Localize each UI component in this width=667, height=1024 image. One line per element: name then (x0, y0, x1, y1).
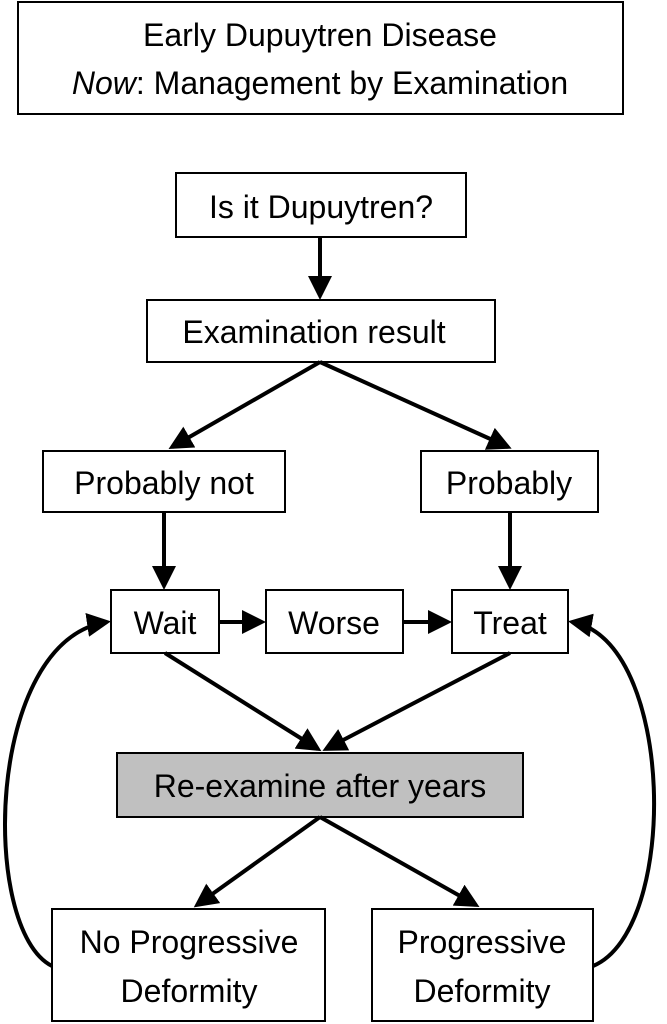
arrow-wait-to-reexamine (163, 651, 322, 752)
wait-box: Wait (110, 589, 220, 654)
treat-box: Treat (451, 589, 569, 654)
progressive-box: Progressive Deformity (371, 908, 594, 1022)
probably-label: Probably (446, 465, 572, 501)
worse-label: Worse (288, 605, 380, 641)
connectors (3, 237, 657, 968)
title-line-2: Now: Management by Examination (72, 65, 568, 101)
progressive-label-2: Deformity (414, 973, 551, 1009)
title-box: Early Dupuytren Disease Now: Management … (17, 1, 624, 115)
arrow-progressive-loop-to-treat (568, 613, 657, 968)
probably-not-label: Probably not (74, 465, 254, 501)
title-line-1: Early Dupuytren Disease (143, 17, 497, 53)
reexamine-box: Re-examine after years (116, 752, 524, 818)
question-label: Is it Dupuytren? (209, 189, 433, 225)
title-now: Now (72, 65, 138, 101)
no-progressive-label-2: Deformity (121, 973, 258, 1009)
probably-box: Probably (420, 450, 599, 513)
arrow-exam-to-probably-not (168, 360, 321, 449)
arrow-reexamine-to-no-progressive (193, 815, 322, 908)
wait-label: Wait (134, 605, 197, 641)
arrow-treat-to-reexamine (322, 651, 511, 751)
exam-result-label: Examination result (182, 314, 445, 350)
arrow-exam-to-probably (319, 360, 512, 450)
title-rest: : Management by Examination (136, 65, 568, 101)
question-box: Is it Dupuytren? (175, 172, 467, 238)
arrow-reexamine-to-progressive (319, 815, 480, 907)
worse-box: Worse (265, 589, 404, 654)
exam-result-box: Examination result (146, 299, 496, 363)
arrow-no-progressive-loop-to-wait (3, 613, 111, 968)
no-progressive-box: No Progressive Deformity (51, 908, 326, 1022)
probably-not-box: Probably not (42, 450, 286, 513)
progressive-label-1: Progressive (398, 924, 567, 960)
no-progressive-label-1: No Progressive (80, 924, 299, 960)
reexamine-label: Re-examine after years (154, 768, 487, 804)
treat-label: Treat (473, 605, 547, 641)
